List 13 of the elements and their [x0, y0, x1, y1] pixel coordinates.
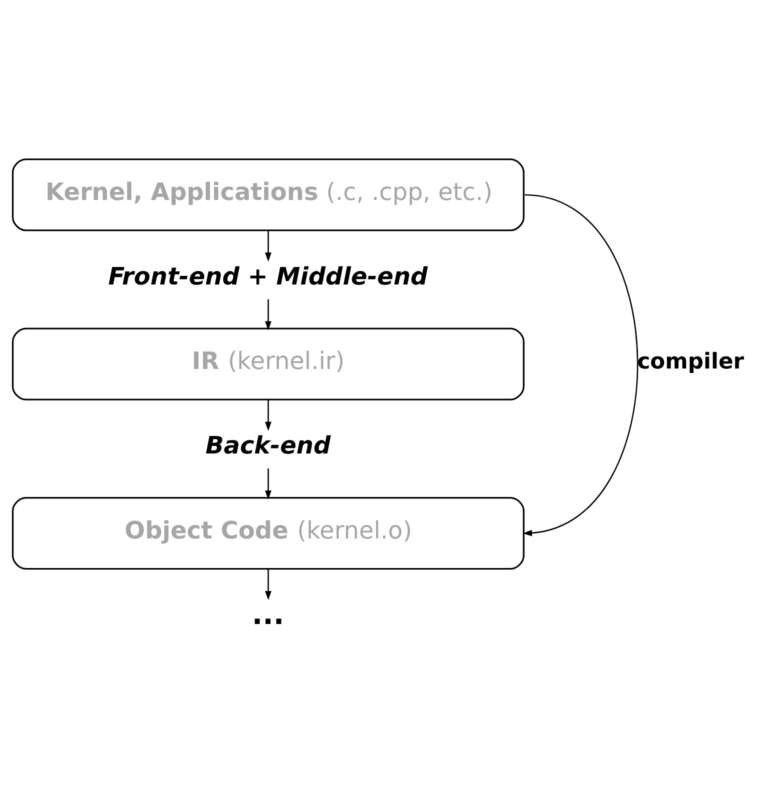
arrow [265, 299, 272, 330]
arrow [265, 400, 272, 431]
node-text: Front-end + Middle-end [108, 262, 428, 290]
node-text: Back-end [205, 432, 331, 460]
edge-label: compiler [637, 349, 744, 374]
node-box: Kernel, Applications (.c, .cpp, etc.) [12, 158, 525, 232]
node-box: IR (kernel.ir) [12, 328, 525, 400]
arrow [265, 569, 272, 600]
node-box: Object Code (kernel.o) [12, 496, 525, 570]
arrow [265, 468, 272, 500]
arrow [265, 230, 272, 262]
arrow [522, 194, 638, 536]
node-text: ... [252, 598, 284, 632]
